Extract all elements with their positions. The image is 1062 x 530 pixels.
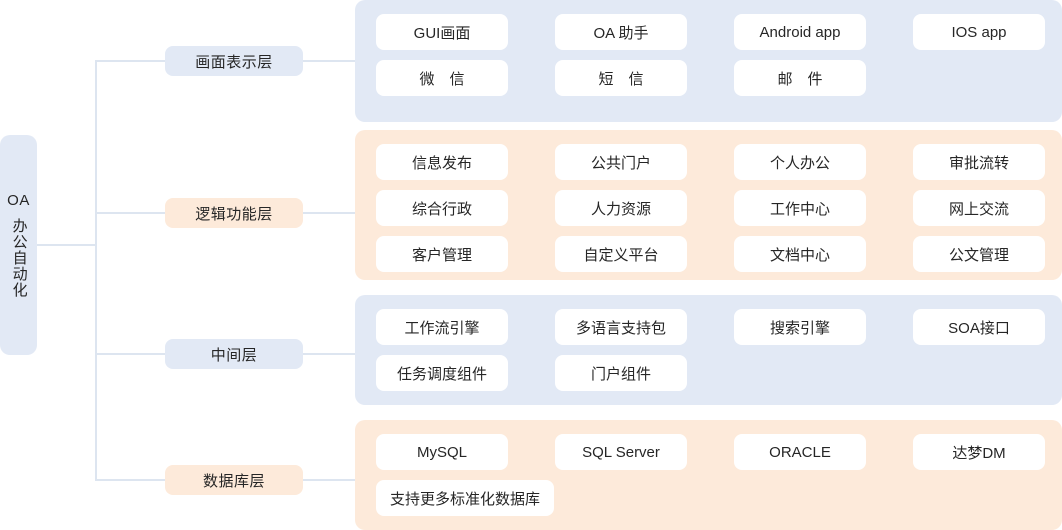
root-node[interactable]: OA 办公自动化: [0, 135, 37, 355]
root-node-content: OA 办公自动化: [0, 135, 37, 355]
item-pill[interactable]: 公文管理: [913, 236, 1045, 272]
connector-trunk-to-layer-4: [95, 479, 165, 481]
item-pill[interactable]: 达梦DM: [913, 434, 1045, 470]
connector-trunk-to-layer-2: [95, 212, 165, 214]
layer-label-presentation-text: 画面表示层: [195, 53, 273, 71]
item-pill[interactable]: 任务调度组件: [376, 355, 508, 391]
panel-logic: 信息发布 公共门户 个人办公 审批流转 综合行政 人力资源 工作中心 网上交流 …: [355, 130, 1062, 280]
item-pill[interactable]: 支持更多标准化数据库: [376, 480, 554, 516]
item-pill[interactable]: 人力资源: [555, 190, 687, 226]
item-pill[interactable]: GUI画面: [376, 14, 508, 50]
item-pill[interactable]: 公共门户: [555, 144, 687, 180]
item-pill[interactable]: 审批流转: [913, 144, 1045, 180]
connector-root-to-trunk: [37, 244, 96, 246]
layer-label-database-text: 数据库层: [202, 472, 265, 490]
connector-layer-1-to-panel: [303, 60, 355, 62]
panel-presentation-grid: GUI画面 OA 助手 Android app IOS app 微 信 短 信 …: [355, 0, 1062, 110]
item-pill[interactable]: OA 助手: [555, 14, 687, 50]
item-pill[interactable]: 自定义平台: [555, 236, 687, 272]
item-pill[interactable]: 综合行政: [376, 190, 508, 226]
layer-label-presentation[interactable]: 画面表示层: [165, 46, 303, 76]
connector-layer-2-to-panel: [303, 212, 355, 214]
item-pill[interactable]: SQL Server: [555, 434, 687, 470]
panel-logic-grid: 信息发布 公共门户 个人办公 审批流转 综合行政 人力资源 工作中心 网上交流 …: [355, 130, 1062, 286]
root-node-latin-label: OA: [7, 191, 30, 209]
panel-middleware-grid: 工作流引擎 多语言支持包 搜索引擎 SOA接口 任务调度组件 门户组件: [355, 295, 1062, 405]
item-pill[interactable]: 网上交流: [913, 190, 1045, 226]
panel-database: MySQL SQL Server ORACLE 达梦DM 支持更多标准化数据库: [355, 420, 1062, 530]
item-pill[interactable]: 工作中心: [734, 190, 866, 226]
connector-trunk-to-layer-3: [95, 353, 165, 355]
item-pill[interactable]: 邮 件: [734, 60, 866, 96]
item-pill[interactable]: ORACLE: [734, 434, 866, 470]
item-pill[interactable]: 搜索引擎: [734, 309, 866, 345]
panel-database-grid: MySQL SQL Server ORACLE 达梦DM 支持更多标准化数据库: [355, 420, 1062, 530]
root-node-cjk-label: 办公自动化: [10, 217, 28, 298]
item-pill[interactable]: 门户组件: [555, 355, 687, 391]
layer-label-logic-text: 逻辑功能层: [195, 205, 273, 223]
connector-layer-4-to-panel: [303, 479, 355, 481]
item-pill[interactable]: 短 信: [555, 60, 687, 96]
item-pill[interactable]: MySQL: [376, 434, 508, 470]
panel-middleware: 工作流引擎 多语言支持包 搜索引擎 SOA接口 任务调度组件 门户组件: [355, 295, 1062, 405]
connector-layer-3-to-panel: [303, 353, 355, 355]
layer-label-logic[interactable]: 逻辑功能层: [165, 198, 303, 228]
layer-label-middleware-text: 中间层: [210, 346, 258, 364]
item-pill[interactable]: IOS app: [913, 14, 1045, 50]
item-pill[interactable]: 多语言支持包: [555, 309, 687, 345]
item-pill[interactable]: 文档中心: [734, 236, 866, 272]
item-pill[interactable]: 信息发布: [376, 144, 508, 180]
layer-label-middleware[interactable]: 中间层: [165, 339, 303, 369]
connector-trunk-to-layer-1: [95, 60, 165, 62]
panel-presentation: GUI画面 OA 助手 Android app IOS app 微 信 短 信 …: [355, 0, 1062, 122]
connector-trunk: [95, 60, 97, 480]
layer-label-database[interactable]: 数据库层: [165, 465, 303, 495]
item-pill[interactable]: 客户管理: [376, 236, 508, 272]
item-pill[interactable]: 微 信: [376, 60, 508, 96]
item-pill[interactable]: Android app: [734, 14, 866, 50]
item-pill[interactable]: SOA接口: [913, 309, 1045, 345]
item-pill[interactable]: 个人办公: [734, 144, 866, 180]
item-pill[interactable]: 工作流引擎: [376, 309, 508, 345]
